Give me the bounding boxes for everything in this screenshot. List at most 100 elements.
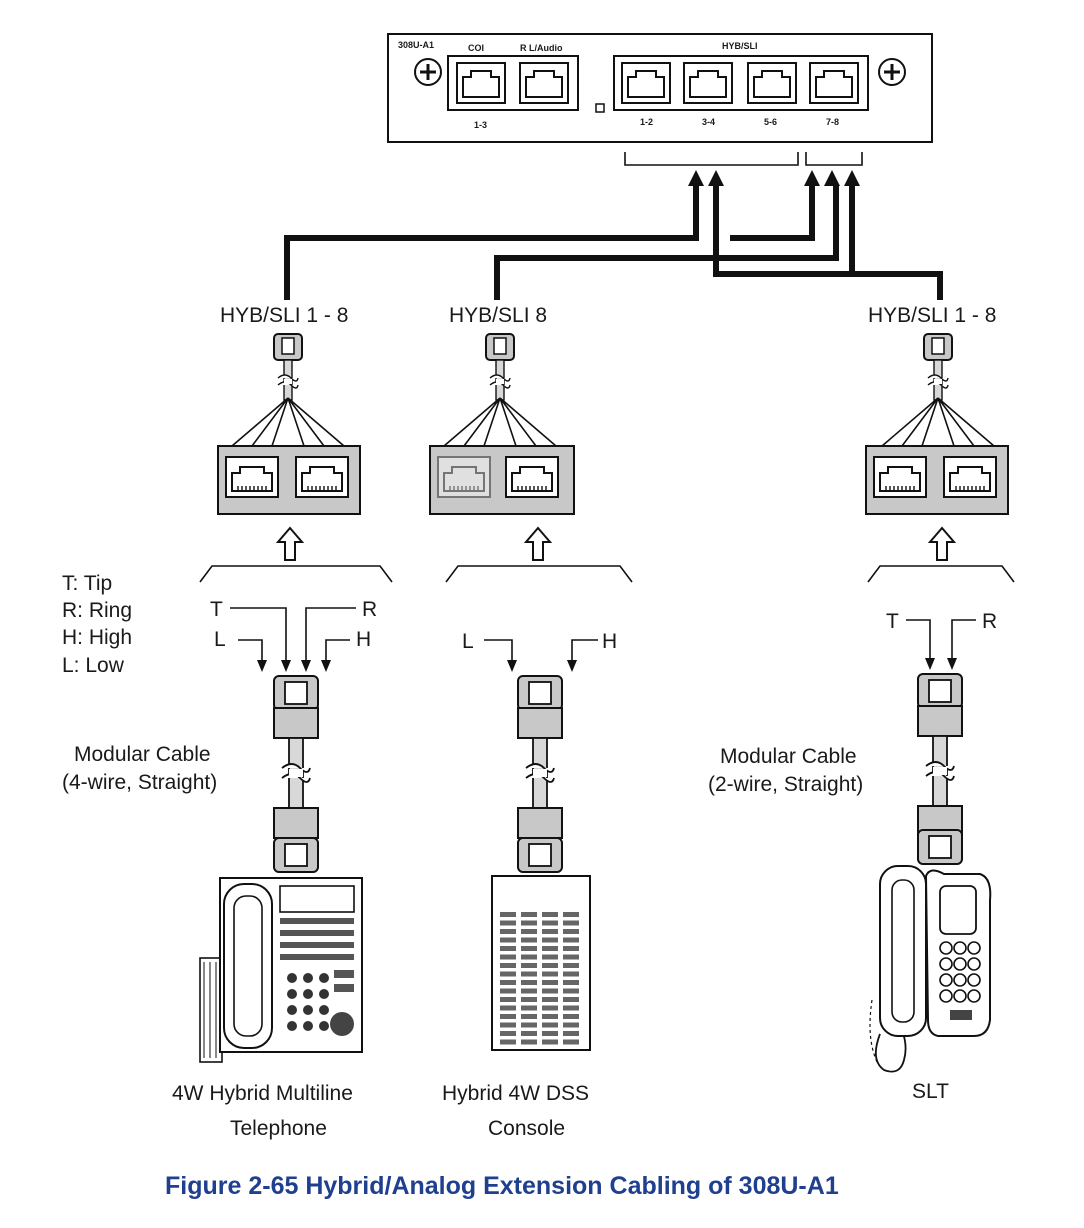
- adapter-middle: [429, 333, 575, 515]
- device-dss-line2: Console: [488, 1117, 565, 1140]
- dss-key: [500, 929, 516, 934]
- dss-key: [563, 963, 579, 968]
- dss-key: [500, 912, 516, 917]
- bracket-left: [199, 565, 393, 583]
- dss-key: [563, 1031, 579, 1036]
- port-7-8-jack: [809, 62, 859, 104]
- coi-label: COI: [468, 43, 484, 53]
- legend-tip: T: Tip: [62, 572, 112, 595]
- dss-key: [563, 1039, 579, 1045]
- wire-legend: T: Tip R: Ring H: High L: Low: [62, 572, 132, 677]
- port-1-2-label: 1-2: [640, 117, 653, 127]
- wire-r-right: R: [982, 610, 997, 633]
- dss-key: [563, 946, 579, 951]
- dss-key: [521, 920, 537, 926]
- dss-key: [500, 971, 516, 977]
- ports-1-6-bracket: [624, 152, 799, 166]
- dss-key: [521, 997, 537, 1002]
- figure-caption: Figure 2-65 Hybrid/Analog Extension Cabl…: [165, 1172, 839, 1200]
- dss-key: [542, 954, 558, 960]
- right-screw-icon: [878, 58, 906, 86]
- device-dss-line1: Hybrid 4W DSS: [442, 1082, 589, 1105]
- dss-key: [521, 946, 537, 951]
- dss-key: [521, 1031, 537, 1036]
- dss-key: [521, 988, 537, 994]
- branch-label-left: HYB/SLI 1 - 8: [220, 304, 348, 327]
- port-1-2-jack: [621, 62, 671, 104]
- cable-desc-4wire-line2: (4-wire, Straight): [62, 771, 217, 794]
- up-arrow-middle: [525, 527, 551, 561]
- dss-key: [563, 1014, 579, 1019]
- bracket-middle: [445, 565, 633, 583]
- dss-key: [542, 1039, 558, 1045]
- device-slt: SLT: [912, 1080, 949, 1103]
- wire-t-left: T: [210, 598, 223, 621]
- dss-key: [542, 971, 558, 977]
- status-led: [595, 103, 605, 113]
- dss-key: [521, 1014, 537, 1019]
- dss-key: [563, 971, 579, 977]
- left-screw-icon: [414, 58, 442, 86]
- dss-key: [500, 1005, 516, 1011]
- legend-ring: R: Ring: [62, 599, 132, 622]
- dss-key: [563, 997, 579, 1002]
- dss-key: [500, 946, 516, 951]
- wire-l-left: L: [214, 628, 226, 651]
- device-multiline-line1: 4W Hybrid Multiline: [172, 1082, 353, 1105]
- branch-label-middle: HYB/SLI 8: [449, 304, 547, 327]
- device-multiline-line2: Telephone: [230, 1117, 327, 1140]
- dss-key: [542, 937, 558, 943]
- dss-key: [521, 963, 537, 968]
- dss-key: [521, 1022, 537, 1028]
- adapter-right: [865, 333, 1009, 515]
- dss-key: [521, 929, 537, 934]
- cable-desc-4wire-line1: Modular Cable: [74, 743, 211, 766]
- dss-key: [542, 1031, 558, 1036]
- wire-l-middle: L: [462, 630, 474, 653]
- port-7-8-label: 7-8: [826, 117, 839, 127]
- dss-key: [521, 971, 537, 977]
- slt-telephone-icon: [869, 865, 992, 1073]
- dss-key: [563, 988, 579, 994]
- dss-key: [500, 963, 516, 968]
- wire-r-left: R: [362, 598, 377, 621]
- legend-high: H: High: [62, 626, 132, 649]
- wire-t-right: T: [886, 610, 899, 633]
- port-5-6-jack: [747, 62, 797, 104]
- dss-key: [500, 937, 516, 943]
- wire-h-middle: H: [602, 630, 617, 653]
- dss-key: [563, 954, 579, 960]
- wire-h-left: H: [356, 628, 371, 651]
- wiring-right: T R: [886, 610, 997, 670]
- up-arrow-right: [929, 527, 955, 561]
- dss-key: [542, 988, 558, 994]
- dss-key: [542, 997, 558, 1002]
- adapter-left: [217, 333, 361, 515]
- dss-key: [500, 1031, 516, 1036]
- port-1-3-label: 1-3: [474, 120, 487, 130]
- up-arrow-left: [277, 527, 303, 561]
- dss-key: [500, 1039, 516, 1045]
- dss-key: [521, 980, 537, 985]
- rl-audio-label: R L/Audio: [520, 43, 563, 53]
- modular-cable-right: [917, 673, 963, 865]
- dss-key: [563, 929, 579, 934]
- cable-desc-2wire-line2: (2-wire, Straight): [708, 773, 863, 796]
- dss-key: [521, 1039, 537, 1045]
- hyb-sli-label: HYB/SLI: [722, 41, 758, 51]
- trunk-cabling: [284, 170, 943, 300]
- dss-key: [500, 997, 516, 1002]
- dss-key: [521, 954, 537, 960]
- dss-console-icon: [491, 875, 591, 1051]
- dss-key: [542, 1022, 558, 1028]
- dss-key: [563, 937, 579, 943]
- dss-key: [542, 963, 558, 968]
- dss-key: [500, 954, 516, 960]
- unit-model-label: 308U-A1: [398, 40, 434, 50]
- dss-key: [542, 920, 558, 926]
- wiring-left: T R L H: [210, 598, 377, 672]
- dss-key: [563, 920, 579, 926]
- coi-jack: [456, 62, 506, 104]
- rl-audio-jack: [519, 62, 569, 104]
